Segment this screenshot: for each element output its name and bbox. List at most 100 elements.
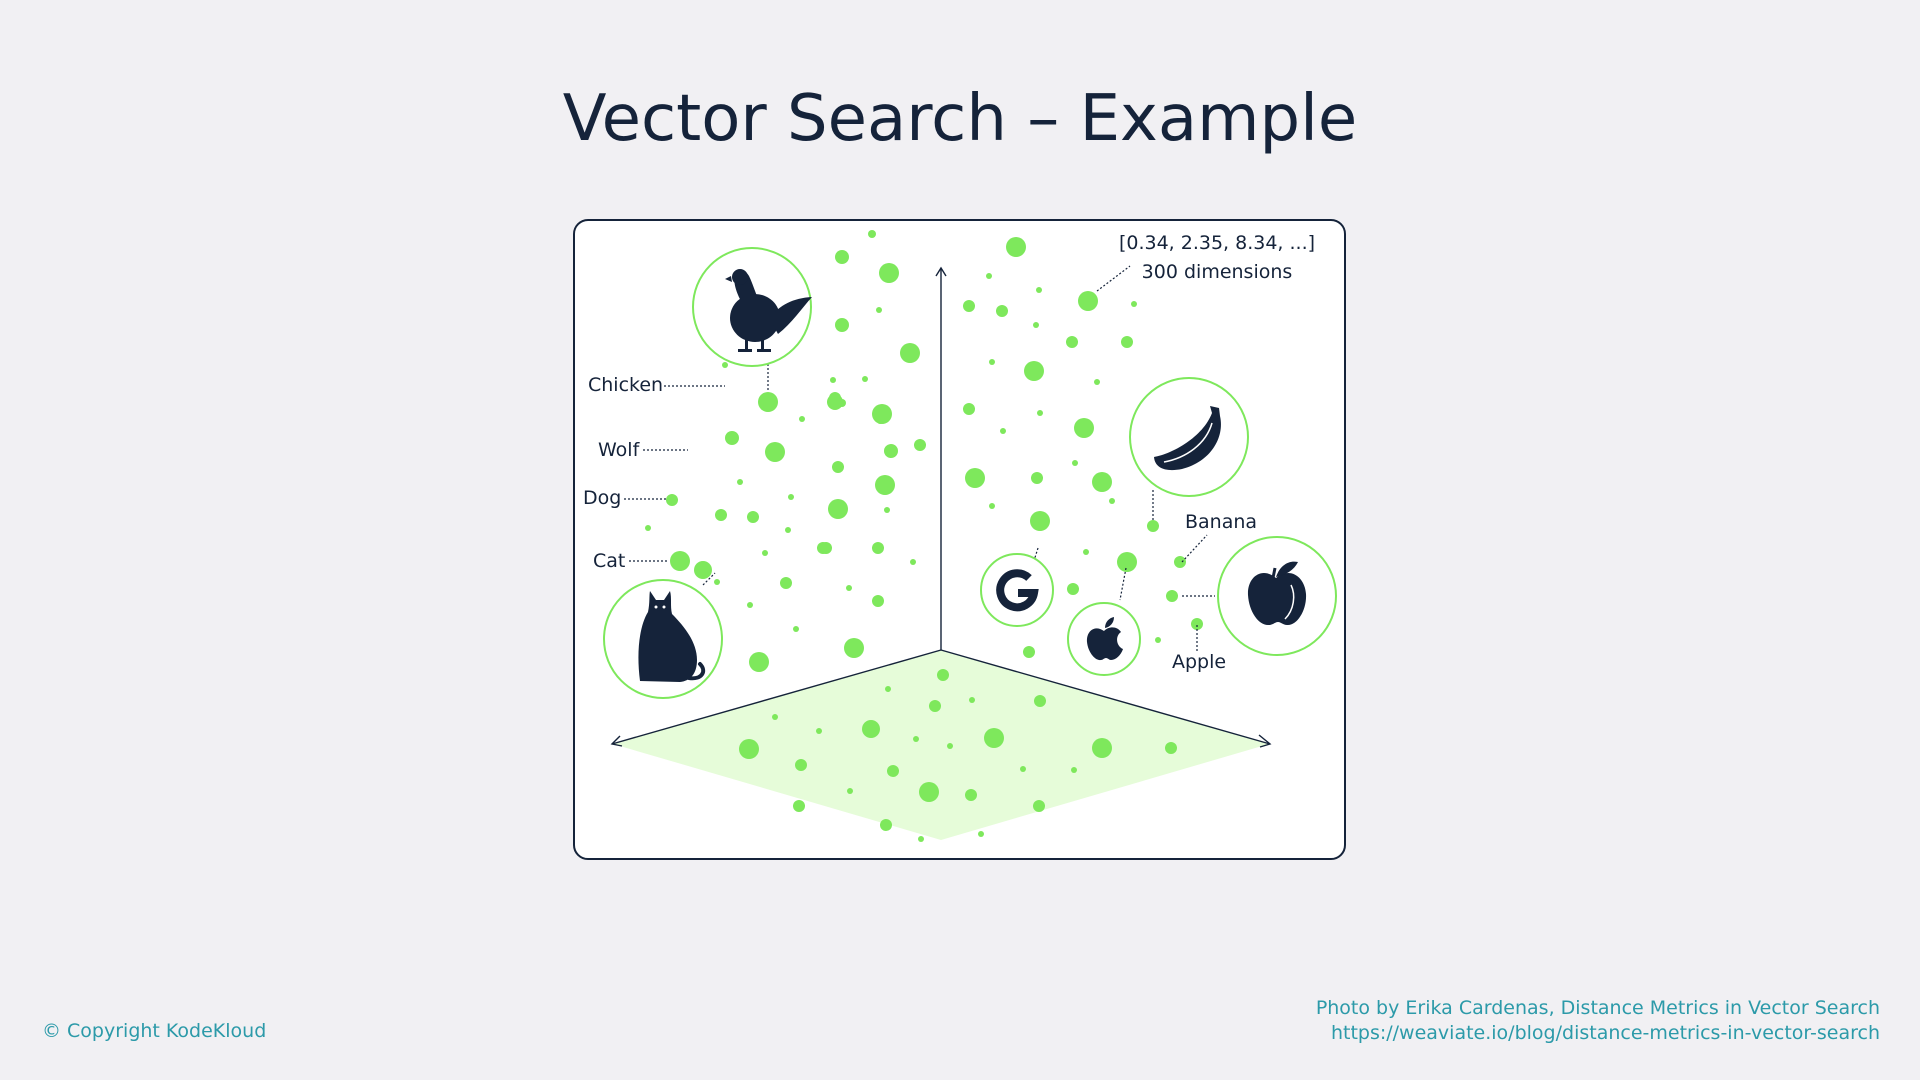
data-point	[1092, 738, 1112, 758]
banana-icon	[1154, 406, 1221, 471]
data-point	[1037, 410, 1043, 416]
cat-node	[603, 579, 723, 699]
data-point	[816, 728, 822, 734]
data-point	[793, 626, 799, 632]
data-point	[1031, 472, 1043, 484]
data-point	[1117, 552, 1137, 572]
data-point	[913, 736, 919, 742]
data-point	[1020, 766, 1026, 772]
data-point	[847, 788, 853, 794]
data-point	[1094, 379, 1100, 385]
data-point	[1131, 301, 1137, 307]
data-point	[879, 263, 899, 283]
data-point	[830, 377, 836, 383]
data-point	[947, 743, 953, 749]
data-point	[762, 550, 768, 556]
data-point	[1109, 498, 1115, 504]
data-point	[862, 720, 880, 738]
data-point	[844, 638, 864, 658]
credit-line: Photo by Erika Cardenas, Distance Metric…	[1315, 997, 1880, 1019]
data-point	[645, 525, 651, 531]
data-point	[984, 728, 1004, 748]
cat-label: Cat	[593, 550, 625, 572]
data-point	[965, 789, 977, 801]
data-point	[978, 831, 984, 837]
chicken-label: Chicken	[588, 374, 663, 396]
credit-url: https://weaviate.io/blog/distance-metric…	[1330, 1022, 1880, 1044]
data-point	[799, 416, 805, 422]
data-point	[758, 392, 778, 412]
data-point	[835, 250, 849, 264]
data-point	[788, 494, 794, 500]
chicken-node	[692, 247, 812, 367]
apple-fruit-node	[1217, 536, 1337, 656]
data-point	[929, 700, 941, 712]
data-point	[817, 542, 829, 554]
data-point	[670, 551, 690, 571]
data-point	[785, 527, 791, 533]
data-point	[780, 577, 792, 589]
data-point	[1033, 800, 1045, 812]
dimensions-label: 300 dimensions	[1142, 261, 1293, 283]
data-point	[828, 499, 848, 519]
data-point	[885, 686, 891, 692]
data-point	[900, 343, 920, 363]
data-point	[795, 759, 807, 771]
data-point	[884, 444, 898, 458]
text-labels: [0.34, 2.35, 8.34, ...] 300 dimensions C…	[583, 232, 1315, 673]
data-point	[793, 800, 805, 812]
data-point	[872, 595, 884, 607]
banana-node	[1129, 377, 1249, 497]
vector-values-label: [0.34, 2.35, 8.34, ...]	[1119, 232, 1315, 254]
data-point	[996, 305, 1008, 317]
data-point	[918, 836, 924, 842]
data-point	[1024, 361, 1044, 381]
data-point	[772, 714, 778, 720]
data-point	[876, 307, 882, 313]
data-point	[666, 494, 678, 506]
data-point	[1034, 695, 1046, 707]
data-point	[1036, 287, 1042, 293]
data-point	[1074, 418, 1094, 438]
data-point	[877, 418, 883, 424]
data-point	[1174, 556, 1186, 568]
data-point	[963, 403, 975, 415]
data-point	[884, 507, 890, 513]
data-point	[739, 739, 759, 759]
data-point	[1166, 590, 1178, 602]
data-point	[835, 318, 849, 332]
data-point	[714, 579, 720, 585]
data-point	[1155, 637, 1161, 643]
google-icon	[996, 569, 1039, 612]
data-point	[829, 392, 841, 404]
data-point	[1072, 460, 1078, 466]
wolf-label: Wolf	[598, 439, 641, 461]
data-point	[965, 468, 985, 488]
data-point	[747, 602, 753, 608]
data-point	[1066, 336, 1078, 348]
data-point	[986, 273, 992, 279]
data-point	[963, 300, 975, 312]
vector-space-diagram: [0.34, 2.35, 8.34, ...] 300 dimensions C…	[573, 219, 1346, 860]
data-point	[989, 503, 995, 509]
data-point	[1023, 646, 1035, 658]
data-point	[872, 404, 892, 424]
data-point	[989, 359, 995, 365]
data-point	[919, 782, 939, 802]
banana-label: Banana	[1185, 511, 1257, 533]
data-point	[937, 669, 949, 681]
apple-logo-node	[1067, 602, 1141, 676]
data-point	[862, 376, 868, 382]
data-point	[694, 561, 712, 579]
data-point	[725, 431, 739, 445]
data-point	[1006, 237, 1026, 257]
axes	[610, 266, 1272, 748]
data-point	[1067, 583, 1079, 595]
data-point	[747, 511, 759, 523]
data-point	[1083, 549, 1089, 555]
data-point	[1078, 291, 1098, 311]
data-point	[880, 819, 892, 831]
data-points	[645, 230, 1203, 842]
data-point	[1030, 511, 1050, 531]
data-point	[910, 559, 916, 565]
